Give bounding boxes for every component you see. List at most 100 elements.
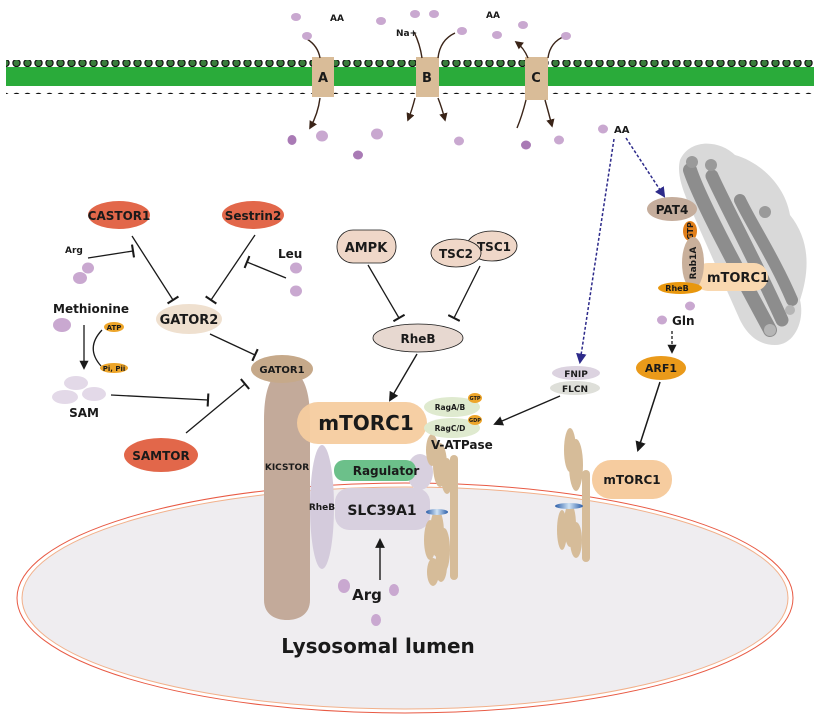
kicstor-label: KICSTOR — [265, 463, 309, 473]
transporter-a-label: A — [318, 71, 328, 86]
gator2-label: GATOR2 — [160, 313, 219, 328]
methionine-label: Methionine — [53, 302, 129, 316]
tsc1-label: TSC1 — [477, 240, 511, 254]
fnip-label: FNIP — [564, 370, 588, 380]
samtor-label: SAMTOR — [132, 449, 190, 463]
rheb-center-label: RheB — [400, 332, 435, 346]
fnip[interactable]: FNIP — [552, 366, 600, 380]
arg-lumen-dot-3 — [371, 614, 381, 626]
slc39a1[interactable]: SLC39A1 — [335, 454, 433, 530]
gtp-golgi: GTP — [683, 221, 697, 241]
castor1-label: CASTOR1 — [88, 209, 151, 223]
v-atpase-label: V-ATPase — [431, 438, 493, 452]
gtp-raga-label: GTP — [469, 396, 480, 402]
atp: ATP — [104, 322, 124, 332]
rab1a[interactable]: Rab1A — [682, 237, 704, 289]
amino-acid-dots — [287, 10, 608, 160]
rheb-golgi[interactable]: RheB — [658, 282, 702, 294]
tsc2[interactable]: TSC2 — [430, 238, 482, 268]
v-atpase-right[interactable] — [555, 428, 590, 562]
ragc-d[interactable]: RagC/D GDP — [424, 415, 482, 438]
slc39a1-label: SLC39A1 — [347, 503, 416, 519]
kicstor[interactable]: KICSTOR — [264, 370, 310, 620]
sestrin2[interactable]: Sestrin2 — [222, 201, 284, 229]
sestrin2-label: Sestrin2 — [225, 209, 282, 223]
gator2[interactable]: GATOR2 — [156, 304, 222, 334]
atp-cycle-arc — [92, 329, 103, 367]
gln-dot-1 — [685, 301, 695, 311]
arf1-label: ARF1 — [645, 362, 677, 375]
na-label: Na+ — [396, 29, 417, 39]
leu-label: Leu — [278, 247, 302, 261]
mtorc1-golgi[interactable]: mTORC1 — [694, 263, 769, 291]
leu-dot-2 — [290, 285, 302, 297]
raga-b[interactable]: RagA/B GTP — [424, 393, 482, 417]
rab1a-label: Rab1A — [689, 247, 699, 280]
samtor[interactable]: SAMTOR — [124, 438, 198, 472]
v-atpase-central[interactable] — [424, 434, 458, 586]
pat4-label: PAT4 — [656, 203, 689, 217]
mtorc1-right[interactable]: mTORC1 — [592, 460, 672, 499]
arg-top-label: Arg — [65, 246, 83, 256]
pi-pii: Pi, Pii — [100, 363, 128, 373]
lysosome — [16, 482, 794, 714]
gln-label: Gln — [672, 314, 695, 328]
ampk[interactable]: AMPK — [336, 229, 397, 264]
arf1[interactable]: ARF1 — [636, 356, 686, 380]
atp-label: ATP — [107, 324, 122, 332]
mtorc1-right-label: mTORC1 — [603, 473, 660, 487]
golgi-apparatus — [679, 143, 807, 345]
ragc-d-label: RagC/D — [435, 424, 466, 433]
castor1[interactable]: CASTOR1 — [88, 201, 151, 229]
sam-dot-1 — [64, 376, 88, 390]
pat4[interactable]: PAT4 — [647, 197, 697, 221]
arg-lumen-label: Arg — [352, 586, 382, 604]
mtorc1-main[interactable]: mTORC1 — [297, 402, 427, 444]
transporter-c[interactable]: C — [525, 57, 548, 100]
rheb-to-mtorc1-arrow — [389, 353, 418, 402]
gator1[interactable]: GATOR1 — [251, 355, 313, 383]
transporter-b-label: B — [422, 71, 432, 86]
ragulator-label: Ragulator — [353, 464, 420, 478]
mtorc1-main-label: mTORC1 — [318, 411, 413, 435]
gln-dot-2 — [657, 315, 667, 325]
aa-to-pat4-arrow — [625, 137, 666, 198]
arg-dot-2 — [73, 272, 87, 284]
sam-label: SAM — [69, 406, 99, 420]
gdp-ragc-label: GDP — [469, 418, 481, 424]
lysosomal-lumen-label: Lysosomal lumen — [281, 634, 475, 658]
pi-label: Pi, Pii — [103, 365, 126, 373]
inhibition-edges — [87, 234, 481, 434]
arf1-to-mtorc1-arrow — [635, 381, 661, 452]
tsc2-label: TSC2 — [439, 247, 473, 261]
rheb-center[interactable]: RheB — [372, 323, 464, 353]
transporter-a[interactable]: A — [312, 57, 334, 97]
flcn-to-rag-arrow — [493, 395, 561, 426]
flcn-label: FLCN — [562, 385, 588, 395]
gator1-label: GATOR1 — [259, 365, 304, 376]
rheb-membrane-label: RheB — [309, 503, 335, 513]
arg-lumen-dot-1 — [338, 579, 350, 593]
mtorc1-golgi-label: mTORC1 — [707, 271, 769, 286]
flcn[interactable]: FLCN — [550, 381, 600, 395]
rheb-membrane[interactable]: RheB — [309, 445, 335, 569]
ampk-label: AMPK — [345, 241, 389, 256]
rheb-golgi-label: RheB — [665, 284, 688, 293]
arg-lumen-dot-2 — [389, 584, 399, 596]
aa-to-fnip-arrow — [576, 138, 615, 365]
plasma-membrane — [6, 60, 814, 94]
gtp-golgi-label: GTP — [686, 222, 695, 240]
aa-label-cytosol: AA — [614, 125, 630, 136]
leu-dot-1 — [290, 262, 302, 274]
ragulator[interactable]: Ragulator — [334, 460, 419, 481]
transporter-c-label: C — [531, 71, 541, 86]
transporter-b[interactable]: B — [416, 57, 439, 97]
arg-dot-1 — [82, 262, 94, 274]
transport-arrows — [306, 31, 566, 130]
raga-b-label: RagA/B — [435, 403, 466, 412]
sam-dot-2 — [52, 390, 78, 404]
aa-label-a: AA — [330, 14, 344, 24]
sam-dot-3 — [82, 387, 106, 401]
